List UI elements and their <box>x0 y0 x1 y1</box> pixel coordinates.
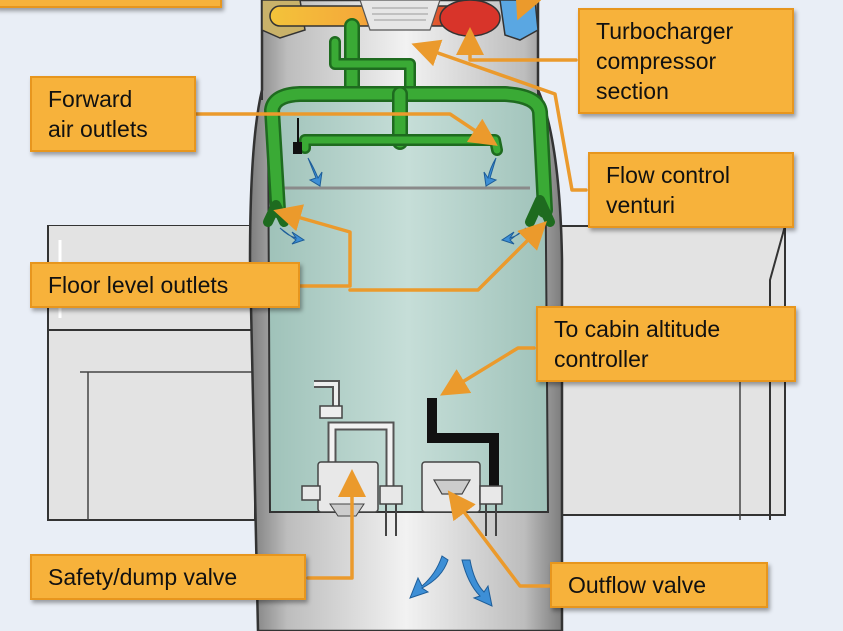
callout-cabin-altitude-controller: To cabin altitude controller <box>536 306 796 382</box>
callout-cropped <box>0 0 222 8</box>
outlet-airflow-arrows <box>279 157 527 245</box>
leader-lines <box>194 0 588 588</box>
callout-floor-level-outlets: Floor level outlets <box>30 262 300 308</box>
outflow-valve-label: Outflow valve <box>568 572 707 598</box>
exhaust-airflow-arrows <box>409 555 493 607</box>
safety-valve-label: Safety/dump valve <box>48 564 238 590</box>
callout-outflow-valve: Outflow valve <box>550 562 768 608</box>
turbocharger-line-1: Turbocharger <box>596 18 734 44</box>
forward-outlets-line-2: air outlets <box>48 116 148 142</box>
cabin-altitude-line-1: To cabin altitude <box>554 316 721 342</box>
cabin-altitude-line-2: controller <box>554 346 649 372</box>
cabin-interior <box>266 87 550 513</box>
turbocharger-line-3: section <box>596 78 669 104</box>
forward-outlet-fixture <box>293 142 302 154</box>
turbocharger-assembly <box>261 0 539 41</box>
callout-turbocharger-compressor: Turbocharger compressor section <box>578 8 794 114</box>
callout-forward-air-outlets: Forward air outlets <box>30 76 196 152</box>
callout-safety-dump-valve: Safety/dump valve <box>30 554 306 600</box>
flow-control-line-1: Flow control <box>606 162 730 188</box>
turbocharger-line-2: compressor <box>596 48 717 74</box>
floor-outlets-label: Floor level outlets <box>48 272 229 298</box>
flow-control-line-2: venturi <box>606 192 676 218</box>
callout-flow-control-venturi: Flow control venturi <box>588 152 794 228</box>
forward-outlets-line-1: Forward <box>48 86 133 112</box>
